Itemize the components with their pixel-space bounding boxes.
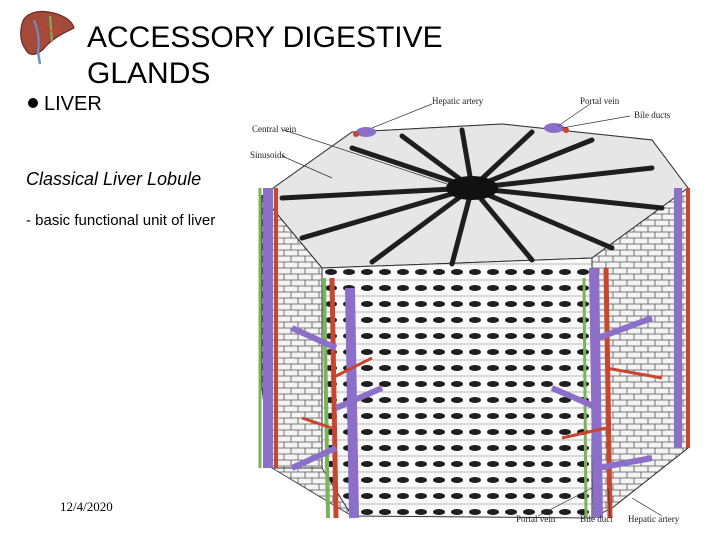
label-bile-duct-bottom: Bile duct xyxy=(580,514,613,524)
label-portal-vein-bottom: Portal vein xyxy=(516,514,556,524)
bullet-liver: LIVER xyxy=(28,92,102,116)
label-bile-ducts: Bile ducts xyxy=(634,110,671,120)
label-hepatic-artery-bottom: Hepatic artery xyxy=(628,514,680,524)
central-vein xyxy=(446,176,498,200)
slide-title: ACCESSORY DIGESTIVE GLANDS xyxy=(87,20,507,92)
liver-lobule-figure: Hepatic artery Portal vein Bile ducts Ce… xyxy=(232,88,720,540)
description: - basic functional unit of liver xyxy=(26,212,215,230)
slide-date: 12/4/2020 xyxy=(60,499,113,515)
bullet-liver-text: LIVER xyxy=(44,93,102,115)
label-central-vein: Central vein xyxy=(252,124,297,134)
label-portal-vein-top: Portal vein xyxy=(580,96,620,106)
label-sinusoids: Sinusoids xyxy=(250,150,286,160)
label-hepatic-artery-top: Hepatic artery xyxy=(432,96,484,106)
bullet-dot-icon xyxy=(28,98,38,108)
subheading: Classical Liver Lobule xyxy=(26,168,226,190)
liver-icon xyxy=(16,6,78,66)
